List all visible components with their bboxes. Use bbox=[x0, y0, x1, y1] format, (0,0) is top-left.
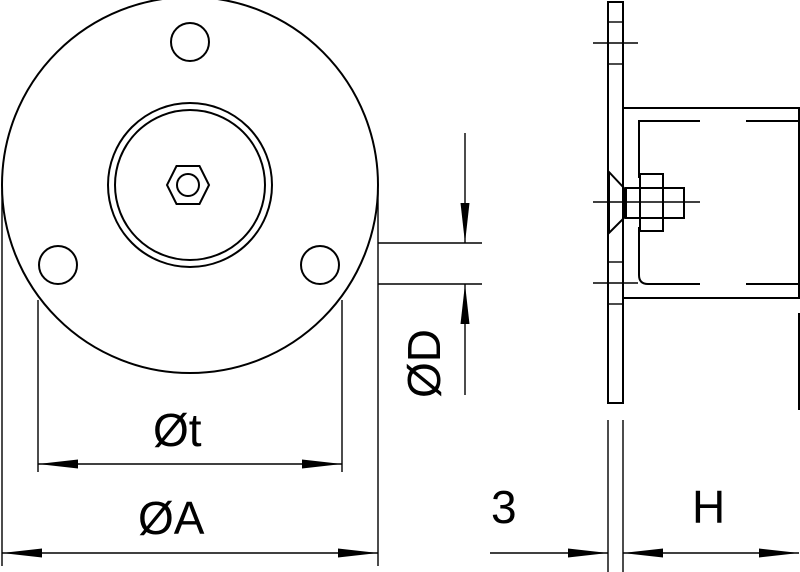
bolt-shank bbox=[625, 187, 685, 219]
hex-nut bbox=[165, 165, 211, 205]
front-view bbox=[1, 0, 379, 374]
mounting-hole-top bbox=[170, 22, 210, 62]
bolt-end bbox=[176, 173, 200, 197]
side-view bbox=[593, 1, 800, 410]
label-height: H bbox=[692, 481, 725, 533]
mounting-hole-right bbox=[300, 245, 340, 285]
dimension-hole-circle: Øt bbox=[37, 300, 343, 472]
dimension-thickness-height: 3 H bbox=[490, 420, 799, 572]
nut bbox=[639, 173, 664, 232]
mounting-hole-left bbox=[38, 245, 78, 285]
dimension-outer-diameter: ØA bbox=[1, 190, 379, 566]
dimension-hole-diameter: ØD bbox=[378, 133, 482, 398]
flange-outline bbox=[1, 0, 379, 374]
label-ot: Øt bbox=[153, 404, 202, 456]
bolt-head bbox=[608, 169, 625, 236]
channel-profile bbox=[623, 107, 800, 299]
label-oa: ØA bbox=[138, 492, 205, 544]
boss-inner bbox=[114, 109, 266, 261]
boss-outer bbox=[107, 102, 273, 268]
label-thickness: 3 bbox=[491, 481, 517, 533]
label-od: ØD bbox=[398, 329, 450, 398]
